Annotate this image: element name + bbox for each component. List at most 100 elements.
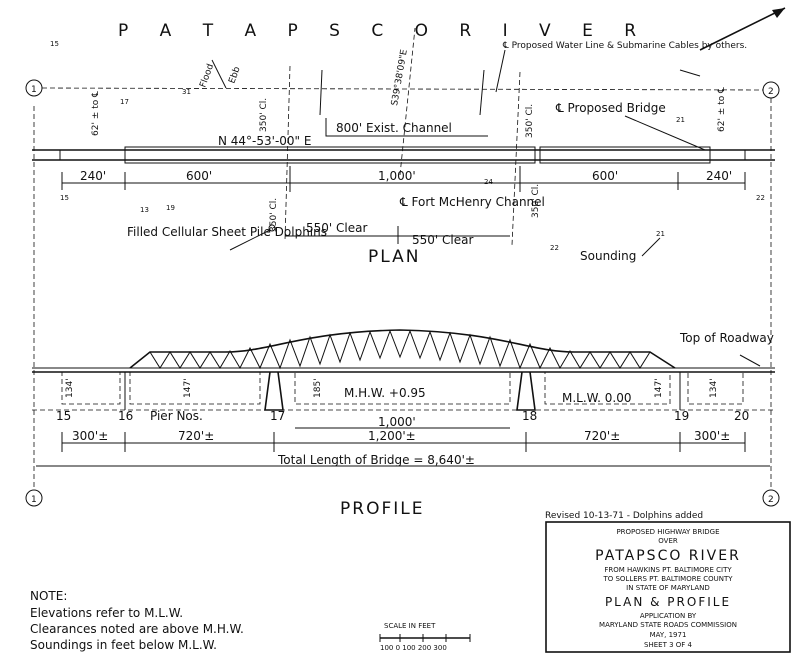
sounding-31: 31 <box>182 88 191 96</box>
tb-line6: APPLICATION BY <box>640 612 697 620</box>
fort-mchenry-label: ℄ Fort McHenry Channel <box>399 195 545 209</box>
channel-left-line <box>284 65 291 241</box>
plan-dim-240-right: 240' <box>706 169 732 183</box>
sounding-corner: 15 <box>50 40 59 48</box>
clearance-147-right: 147' <box>654 378 664 398</box>
channel-tick <box>319 69 323 116</box>
proposed-bridge-label: ℄ Proposed Bridge <box>555 101 666 115</box>
mlw-label: M.L.W. 0.00 <box>562 391 632 405</box>
plan-dim-600-right: 600' <box>592 169 618 183</box>
sounding-17: 17 <box>120 98 129 106</box>
scale-bar: SCALE IN FEET 100 0 100 200 300 <box>379 622 471 652</box>
sounding-19: 19 <box>166 204 175 212</box>
note-line-2: Clearances noted are above M.H.W. <box>30 622 244 636</box>
plan-dimensions: 240' 600' 1,000' 600' 240' <box>61 166 746 192</box>
water-line-leader <box>495 49 506 93</box>
sounding-values: 17 31 13 19 24 21 22 22 21 15 <box>60 88 765 252</box>
channel-tick <box>479 69 485 116</box>
roadway-leader <box>739 354 761 367</box>
tb-line3: FROM HAWKINS PT. BALTIMORE CITY <box>604 566 732 574</box>
flood-label: Flood <box>198 63 216 89</box>
pier-18: 18 <box>522 409 537 423</box>
clear-left: 550' Clear <box>306 221 367 235</box>
clear-spans: 550' Clear 550' Clear <box>285 221 510 247</box>
span-1200: 1,200'± <box>368 429 416 443</box>
span-720-left: 720'± <box>178 429 214 443</box>
span-300-right: 300'± <box>694 429 730 443</box>
station-2-profile-label: 2 <box>768 495 774 505</box>
notes-title: NOTE: <box>30 589 67 603</box>
station-1-label: 1 <box>31 85 37 95</box>
pier-16: 16 <box>118 409 133 423</box>
clearance-185: 185' <box>313 378 323 398</box>
tb-river: PATAPSCO RIVER <box>595 548 741 564</box>
plan-heading: PLAN <box>368 247 420 267</box>
sounding-label: Sounding <box>580 249 636 263</box>
offset-left: 62' ± to ℄ <box>91 91 101 136</box>
main-span-label: 1,000' <box>378 415 416 429</box>
channel-right-line <box>511 71 521 246</box>
total-length-label: Total Length of Bridge = 8,640'± <box>277 453 475 467</box>
north-arrow-icon <box>679 7 786 77</box>
pier-17: 17 <box>270 409 285 423</box>
river-title: P A T A P S C O R I V E R <box>118 21 649 41</box>
sounding-leader <box>641 237 661 257</box>
revision-note: Revised 10-13-71 - Dolphins added <box>545 511 703 521</box>
profile-heading: PROFILE <box>340 499 424 519</box>
span-dimensions: 300'± 720'± 1,200'± 720'± 300'± <box>61 429 746 452</box>
station-2-profile <box>762 489 780 507</box>
dolphins-leader <box>229 229 271 251</box>
sounding-22a: 22 <box>756 194 765 202</box>
clearance-boxes <box>61 371 744 405</box>
clear-right: 550' Clear <box>412 233 473 247</box>
sounding-13: 13 <box>140 206 149 214</box>
sounding-24: 24 <box>484 178 493 186</box>
skew-bearing: S39°38'09"E <box>390 48 410 106</box>
tb-line7: MARYLAND STATE ROADS COMMISSION <box>599 621 737 629</box>
clearance-134-right: 134' <box>709 378 719 398</box>
sounding-22b: 22 <box>550 244 559 252</box>
clearance-147-left: 147' <box>183 378 193 398</box>
tide-arrows: Flood Ebb <box>198 59 243 89</box>
cl-350-label: 350' Cl. <box>531 184 541 218</box>
note-line-1: Elevations refer to M.L.W. <box>30 606 183 620</box>
plan-dim-600-left: 600' <box>186 169 212 183</box>
top-of-roadway: Top of Roadway <box>679 331 774 345</box>
station-1-profile <box>25 489 43 507</box>
dolphin-marker <box>268 224 276 232</box>
sounding-21b: 21 <box>656 230 665 238</box>
tb-date: MAY, 1971 <box>650 631 687 639</box>
proposed-bridge-leader <box>624 115 706 151</box>
pier-numbers: 15 16 17 18 19 20 <box>56 409 749 423</box>
title-block <box>545 521 791 653</box>
station-1-profile-label: 1 <box>31 495 37 505</box>
station-2-label: 2 <box>768 87 774 97</box>
cl-350-label: 350' Cl. <box>259 98 269 132</box>
offset-right: 62' ± to ℄ <box>717 87 727 132</box>
sounding-21a: 21 <box>676 116 685 124</box>
pier-20: 20 <box>734 409 749 423</box>
pier-nos-label: Pier Nos. <box>150 409 203 423</box>
plan-dim-240-left: 240' <box>80 169 106 183</box>
tb-line5: IN STATE OF MARYLAND <box>626 584 710 592</box>
title-block-text: PROPOSED HIGHWAY BRIDGE OVER PATAPSCO RI… <box>595 528 741 649</box>
plan-dim-1000: 1,000' <box>378 169 416 183</box>
span-300-left: 300'± <box>72 429 108 443</box>
dolphins-note: Filled Cellular Sheet Pile Dolphins <box>127 225 327 239</box>
clearance-values: 134' 147' 185' 147' 134' <box>65 378 719 398</box>
tb-line1: PROPOSED HIGHWAY BRIDGE <box>616 528 719 536</box>
tb-line4: TO SOLLERS PT. BALTIMORE COUNTY <box>602 575 733 583</box>
mhw-label: M.H.W. +0.95 <box>344 386 426 400</box>
channel-leader <box>325 118 488 137</box>
tb-sheet-title: PLAN & PROFILE <box>605 595 731 609</box>
sounding-15: 15 <box>60 194 69 202</box>
cl-350-label: 350' Cl. <box>525 104 535 138</box>
span-720-right: 720'± <box>584 429 620 443</box>
scale-ticks: 100 0 100 200 300 <box>380 644 447 652</box>
existing-channel-label: 800' Exist. Channel <box>336 121 452 135</box>
tb-sheet: SHEET 3 OF 4 <box>644 641 692 649</box>
note-line-3: Soundings in feet below M.L.W. <box>30 638 217 652</box>
plan-baseline <box>41 87 764 91</box>
